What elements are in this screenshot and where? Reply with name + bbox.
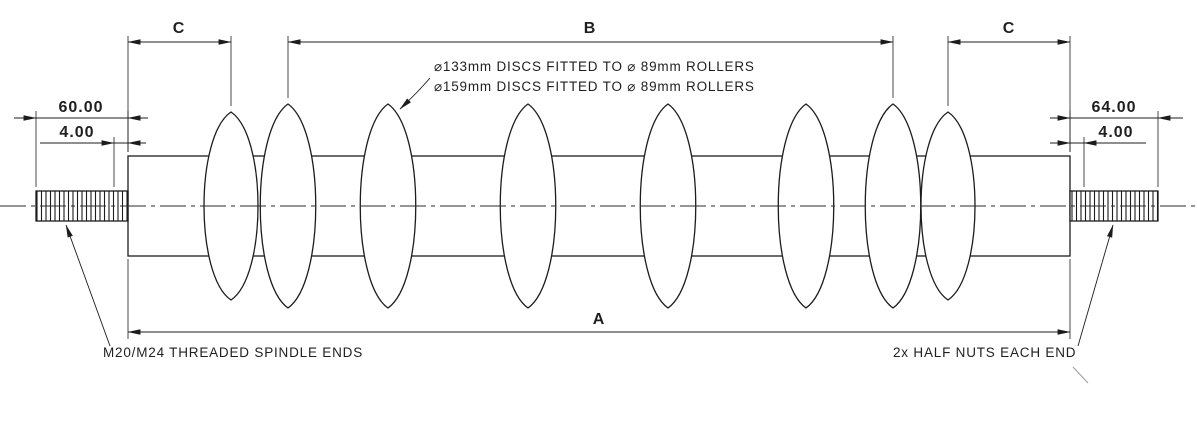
- note-spindle-leader: [65, 224, 111, 347]
- note-spindle: M20/M24 THREADED SPINDLE ENDS: [65, 224, 363, 360]
- dim-left-nut-4: 4.00: [40, 124, 146, 187]
- dim-c-left-label: C: [173, 20, 186, 37]
- note-half-nuts-leader: [1077, 224, 1114, 347]
- dim-right-thread-value: 64.00: [1091, 99, 1136, 116]
- dim-left-thread-60: 60.00: [14, 99, 148, 187]
- disc-3-large: [359, 103, 417, 309]
- dim-a: A: [127, 259, 1071, 339]
- dim-b-label: B: [584, 20, 597, 37]
- disc-8-small: [920, 111, 976, 301]
- note-discs-line1: ⌀133mm DISCS FITTED TO ⌀ 89mm ROLLERS: [434, 59, 755, 74]
- disc-5-large: [639, 103, 697, 309]
- dim-b: B: [287, 20, 894, 98]
- dim-left-thread-value: 60.00: [58, 99, 103, 116]
- dim-left-nut-value: 4.00: [59, 124, 94, 141]
- note-half-nuts: 2x HALF NUTS EACH END: [893, 224, 1114, 360]
- dim-c-right: C: [947, 20, 1071, 152]
- note-discs-line2: ⌀159mm DISCS FITTED TO ⌀ 89mm ROLLERS: [434, 79, 755, 94]
- note-discs: ⌀133mm DISCS FITTED TO ⌀ 89mm ROLLERS ⌀1…: [399, 59, 755, 110]
- note-discs-leader: [399, 77, 431, 110]
- stray-mark: [1072, 366, 1089, 384]
- dim-a-label: A: [593, 311, 606, 328]
- note-half-nuts-text: 2x HALF NUTS EACH END: [893, 345, 1076, 360]
- dim-right-nut-value: 4.00: [1098, 124, 1133, 141]
- dim-c-right-label: C: [1003, 20, 1016, 37]
- note-spindle-text: M20/M24 THREADED SPINDLE ENDS: [103, 345, 363, 360]
- dim-right-nut-4: 4.00: [1050, 124, 1146, 187]
